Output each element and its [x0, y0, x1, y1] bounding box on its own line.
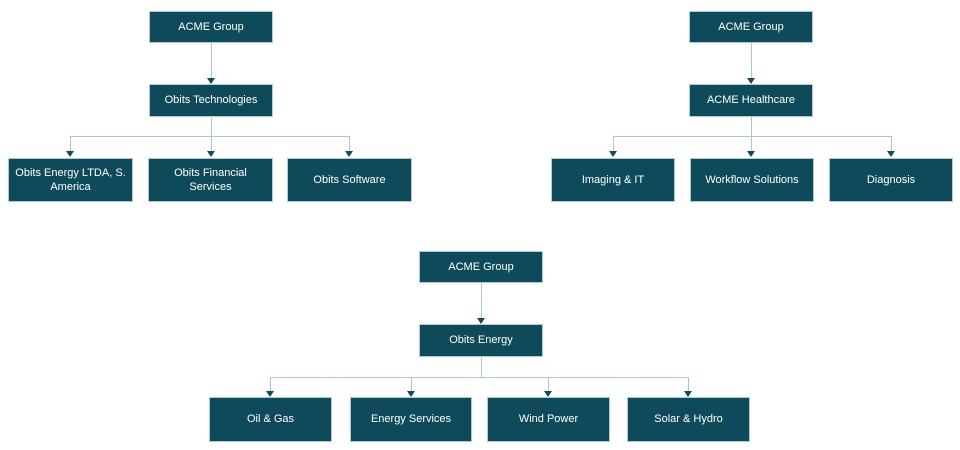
org-node-energy-services: Energy Services — [350, 397, 472, 442]
connector-vline — [70, 136, 71, 151]
org-node-label: Workflow Solutions — [705, 173, 799, 186]
org-node-label: Obits Energy LTDA, S. America — [15, 166, 126, 193]
org-node-label: Obits Energy — [449, 334, 513, 347]
org-node-solar-hydro: Solar & Hydro — [627, 397, 750, 442]
connector-vline — [751, 117, 752, 151]
org-node-obits-energy-ltda: Obits Energy LTDA, S. America — [8, 158, 133, 202]
org-node-label: Oil & Gas — [246, 413, 295, 426]
arrowhead-icon — [207, 78, 215, 84]
arrowhead-icon — [345, 151, 353, 157]
connector-vline — [481, 357, 482, 377]
org-node-acme-healthcare: ACME Healthcare — [689, 84, 813, 117]
org-node-obits-financial-services: Obits Financial Services — [148, 158, 273, 202]
org-node-acme-group-3: ACME Group — [419, 251, 543, 283]
org-node-label: Energy Services — [370, 413, 452, 426]
org-node-label: Obits Financial Services — [174, 166, 247, 193]
connector-vline — [688, 377, 689, 391]
org-node-wind-power: Wind Power — [487, 397, 610, 442]
org-node-acme-group-1: ACME Group — [149, 11, 273, 43]
org-node-label: Solar & Hydro — [654, 413, 723, 426]
connector-vline — [891, 136, 892, 151]
arrowhead-icon — [747, 78, 755, 84]
arrowhead-icon — [66, 151, 74, 157]
connector-vline — [349, 136, 350, 151]
org-node-obits-energy: Obits Energy — [419, 324, 543, 357]
connector-vline — [613, 136, 614, 151]
org-node-obits-technologies: Obits Technologies — [149, 84, 273, 117]
connector-vline — [211, 43, 212, 78]
org-node-oil-gas: Oil & Gas — [209, 397, 332, 442]
connector-hline — [70, 136, 350, 137]
org-node-label: Diagnosis — [866, 173, 916, 186]
org-node-obits-software: Obits Software — [287, 158, 412, 202]
org-node-label: Wind Power — [518, 413, 579, 426]
org-node-label: ACME Group — [718, 20, 784, 33]
connector-hline — [613, 136, 892, 137]
connector-vline — [270, 377, 271, 391]
arrowhead-icon — [609, 151, 617, 157]
arrowhead-icon — [207, 151, 215, 157]
connector-vline — [481, 283, 482, 318]
connector-vline — [411, 377, 412, 391]
org-node-label: ACME Group — [178, 20, 244, 33]
org-node-diagnosis: Diagnosis — [829, 158, 953, 202]
arrowhead-icon — [266, 391, 274, 397]
org-node-acme-group-2: ACME Group — [689, 11, 813, 43]
org-node-label: Imaging & IT — [581, 173, 645, 186]
org-node-label: Obits Software — [313, 173, 386, 186]
arrowhead-icon — [407, 391, 415, 397]
arrowhead-icon — [887, 151, 895, 157]
org-node-label: ACME Group — [448, 260, 514, 273]
connector-hline — [270, 377, 689, 378]
arrowhead-icon — [544, 391, 552, 397]
org-node-label: Obits Technologies — [164, 94, 258, 107]
arrowhead-icon — [684, 391, 692, 397]
connector-vline — [751, 43, 752, 78]
org-node-workflow-solutions: Workflow Solutions — [690, 158, 814, 202]
org-node-label: ACME Healthcare — [706, 94, 796, 107]
org-node-imaging-it: Imaging & IT — [551, 158, 675, 202]
connector-vline — [211, 117, 212, 151]
arrowhead-icon — [477, 318, 485, 324]
connector-vline — [548, 377, 549, 391]
arrowhead-icon — [747, 151, 755, 157]
